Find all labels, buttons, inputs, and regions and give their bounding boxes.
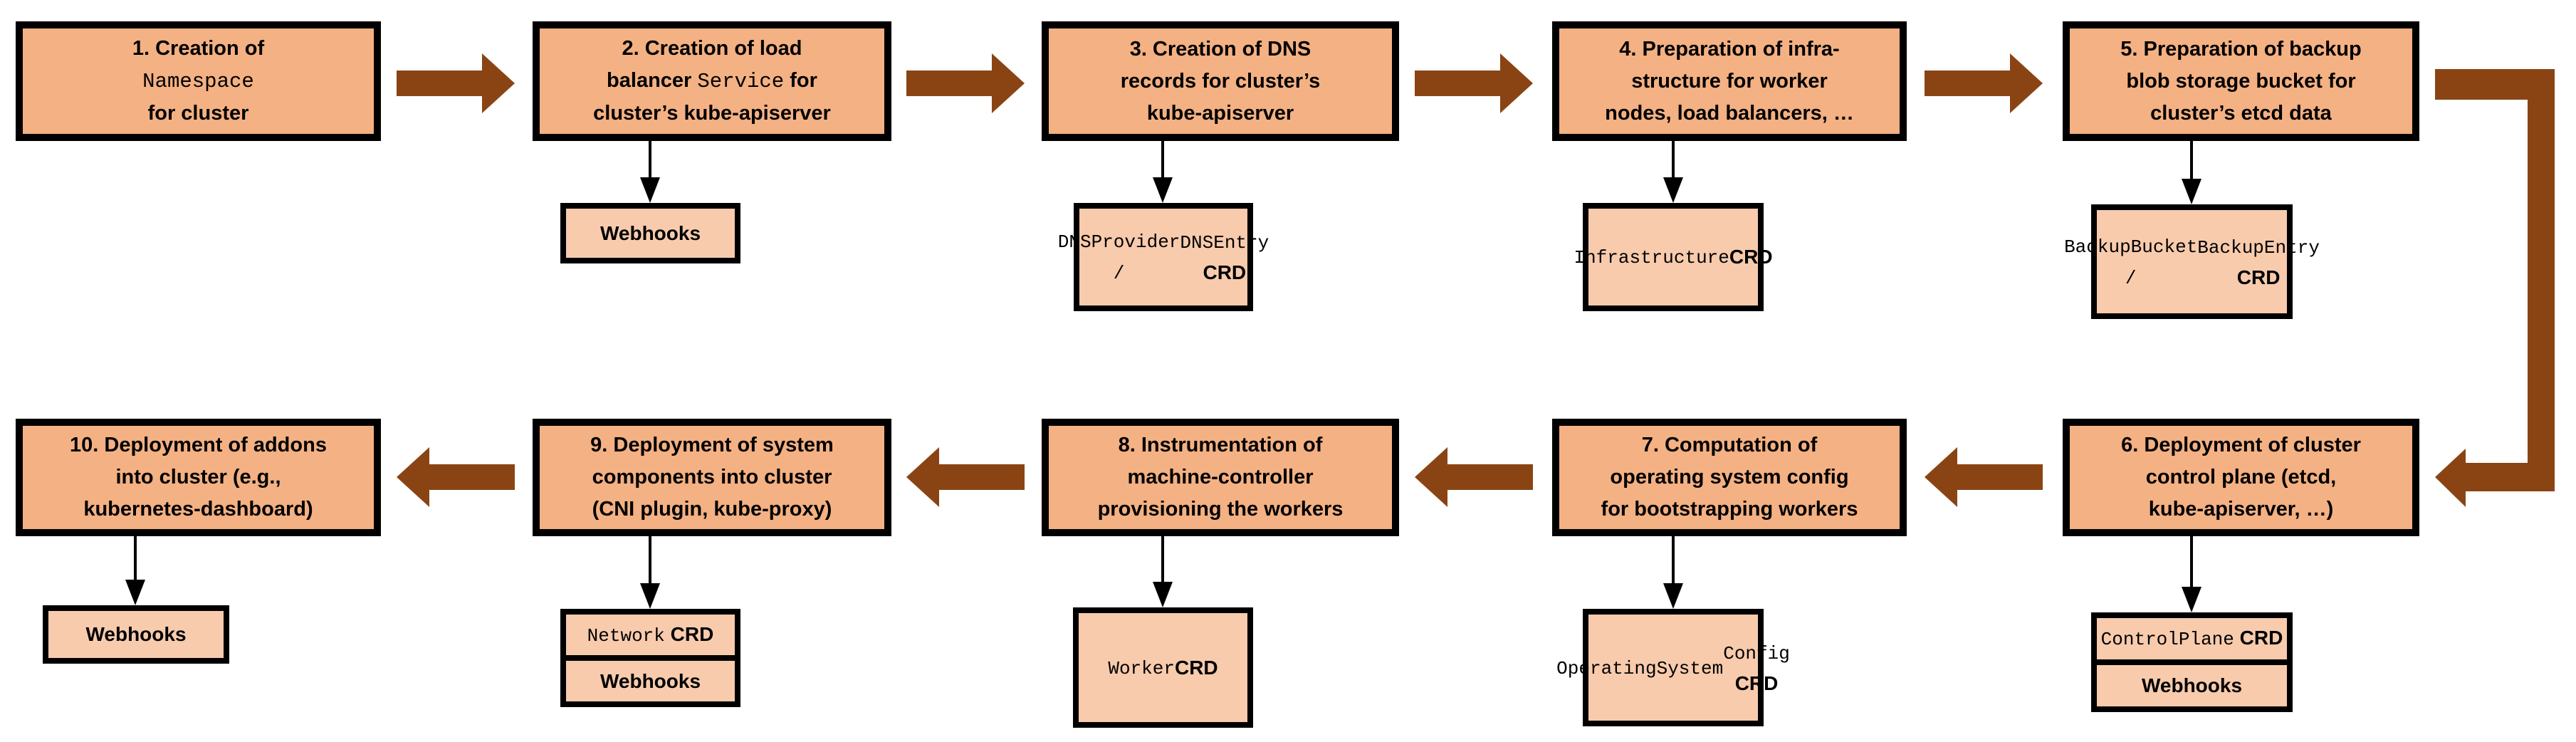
arrow-step9-to-step10-icon bbox=[397, 447, 515, 507]
connector-step5-to-backup-crd-icon bbox=[2181, 141, 2202, 204]
connector-step10-to-webhooks-icon bbox=[125, 536, 146, 605]
backup-crd-label: BackupBucket /BackupEntry CRD bbox=[2064, 236, 2320, 289]
arrow-step6-to-step7-icon bbox=[1925, 447, 2043, 507]
connector-step4-to-infrastructure-crd-icon bbox=[1663, 141, 1684, 203]
arrow-step1-to-step2-icon bbox=[397, 53, 515, 113]
connector-step6-to-controlplane-crd-icon bbox=[2181, 536, 2202, 612]
arrow-step5-to-step6-elbow-icon bbox=[2428, 64, 2576, 527]
connector-step8-to-worker-crd-icon bbox=[1152, 536, 1173, 607]
webhooks-label: Webhooks bbox=[85, 623, 187, 645]
dns-crd-box-under-step-3: DNSProvider /DNSEntry CRD bbox=[1057, 203, 1269, 311]
arrow-step4-to-step5-icon bbox=[1925, 53, 2043, 113]
webhooks-box-under-step-10: Webhooks bbox=[43, 605, 229, 664]
controlplane-crd-label: ControlPlane CRD bbox=[2100, 627, 2283, 650]
connector-step7-to-osconfig-crd-icon bbox=[1663, 536, 1684, 609]
webhooks-label: Webhooks bbox=[566, 655, 735, 701]
step-box-4: 4. Preparation of infra-structure for wo… bbox=[1552, 21, 1907, 141]
webhooks-label: Webhooks bbox=[2097, 659, 2287, 706]
arrow-step8-to-step9-icon bbox=[906, 447, 1025, 507]
backup-crd-box-under-step-5: BackupBucket /BackupEntry CRD bbox=[2064, 204, 2320, 319]
dns-crd-label: DNSProvider /DNSEntry CRD bbox=[1057, 231, 1269, 284]
arrow-step2-to-step3-icon bbox=[906, 53, 1025, 113]
network-crd-label: Network CRD bbox=[587, 622, 714, 647]
step-4-label: 4. Preparation of infra-structure for wo… bbox=[1605, 37, 1854, 125]
connector-step2-to-webhooks-icon bbox=[639, 141, 661, 203]
network-crd-webhooks-box-under-step-9: Network CRD Webhooks bbox=[560, 609, 740, 707]
connector-step3-to-dns-crd-icon bbox=[1152, 141, 1173, 203]
controlplane-crd-webhooks-box-under-step-6: ControlPlane CRD Webhooks bbox=[2091, 612, 2293, 712]
webhooks-label: Webhooks bbox=[600, 221, 701, 244]
connector-step9-to-network-crd-icon bbox=[639, 536, 661, 609]
arrow-step3-to-step4-icon bbox=[1415, 53, 1533, 113]
arrow-step7-to-step8-icon bbox=[1415, 447, 1533, 507]
webhooks-box-under-step-2: Webhooks bbox=[560, 203, 740, 263]
